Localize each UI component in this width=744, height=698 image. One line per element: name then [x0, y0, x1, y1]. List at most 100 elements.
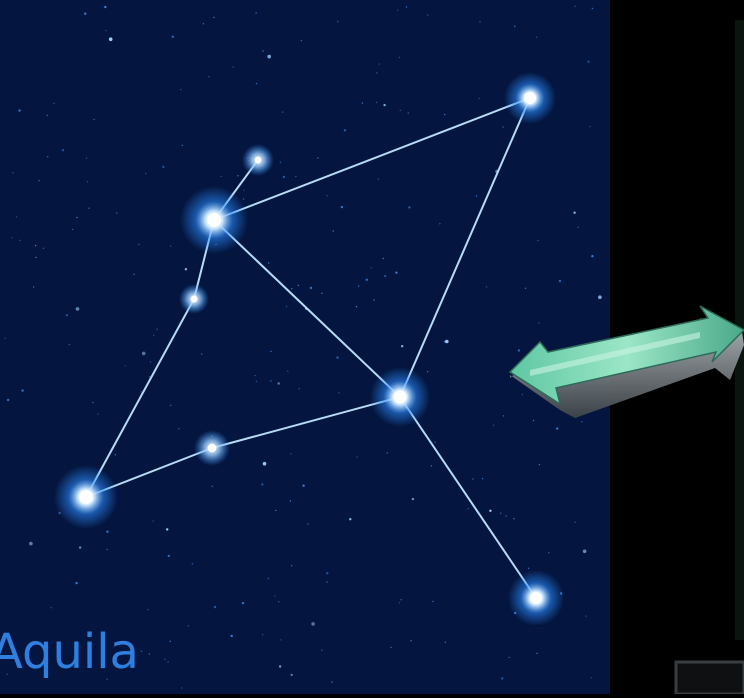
- background-star: [115, 454, 116, 455]
- background-star: [72, 229, 73, 230]
- background-star: [280, 639, 281, 640]
- background-star: [384, 275, 386, 277]
- background-star: [573, 212, 575, 214]
- background-star: [282, 111, 283, 112]
- background-star: [536, 37, 537, 38]
- background-star: [4, 338, 5, 339]
- background-star: [93, 119, 94, 120]
- background-star: [399, 57, 400, 58]
- background-star: [291, 288, 292, 289]
- background-star: [370, 267, 371, 268]
- background-star: [362, 102, 363, 103]
- background-star: [585, 615, 586, 616]
- background-star: [468, 508, 469, 509]
- background-star: [237, 175, 238, 176]
- background-star: [390, 647, 391, 648]
- background-star: [104, 6, 106, 8]
- background-star: [262, 634, 263, 635]
- background-star: [256, 83, 257, 84]
- background-star: [387, 452, 388, 453]
- background-star: [43, 248, 44, 249]
- background-star: [106, 30, 107, 31]
- background-star: [12, 172, 13, 173]
- background-star: [66, 314, 68, 316]
- background-star: [180, 89, 181, 90]
- background-star: [500, 513, 501, 514]
- background-star: [212, 486, 213, 487]
- background-star: [270, 380, 271, 381]
- background-star: [170, 641, 171, 642]
- background-star: [326, 195, 327, 196]
- background-star: [291, 565, 292, 566]
- background-star: [133, 274, 134, 275]
- background-star: [379, 63, 380, 64]
- background-star: [489, 510, 491, 512]
- background-star: [149, 653, 150, 654]
- background-star: [366, 279, 368, 281]
- background-star: [84, 13, 86, 15]
- background-star: [476, 195, 477, 196]
- background-star: [268, 578, 269, 579]
- background-star: [574, 6, 575, 7]
- background-star: [408, 112, 409, 113]
- background-star: [270, 351, 271, 352]
- background-star: [290, 453, 291, 454]
- background-star: [439, 223, 440, 224]
- background-star: [98, 414, 99, 415]
- background-star: [38, 180, 39, 181]
- star-small-top: [242, 144, 274, 176]
- background-star: [172, 36, 174, 38]
- background-star: [479, 21, 480, 22]
- background-star: [267, 55, 271, 59]
- background-star: [231, 635, 233, 637]
- background-star: [69, 344, 70, 345]
- background-star: [376, 102, 377, 103]
- background-star: [263, 462, 267, 466]
- background-star: [533, 420, 534, 421]
- background-star: [124, 365, 125, 366]
- background-star: [166, 528, 168, 530]
- background-star: [47, 156, 48, 157]
- background-star: [505, 515, 506, 516]
- background-star: [299, 388, 300, 389]
- background-star: [333, 230, 334, 231]
- background-star: [182, 145, 183, 146]
- background-star: [283, 176, 285, 178]
- background-star: [574, 522, 575, 523]
- background-star: [268, 262, 269, 263]
- background-star: [162, 166, 164, 168]
- background-star: [76, 217, 77, 218]
- background-star: [167, 661, 168, 662]
- background-star: [106, 549, 107, 550]
- background-star: [326, 581, 327, 582]
- background-star: [35, 245, 36, 246]
- background-star: [401, 599, 402, 600]
- background-star: [181, 687, 182, 688]
- background-star: [445, 642, 446, 643]
- background-star: [341, 206, 343, 208]
- background-star: [514, 26, 515, 27]
- constellation-name: Aquila: [0, 628, 139, 676]
- background-star: [513, 518, 514, 519]
- bottom-right-box: [676, 662, 744, 694]
- background-star: [92, 402, 93, 403]
- background-star: [19, 240, 20, 241]
- background-star: [559, 280, 561, 282]
- background-star: [376, 72, 377, 73]
- background-star: [11, 237, 12, 238]
- background-star: [87, 181, 88, 182]
- background-star: [344, 129, 346, 131]
- background-star: [538, 322, 539, 323]
- star-mid-left: [179, 284, 209, 314]
- background-star: [502, 126, 503, 127]
- background-star: [310, 287, 312, 289]
- background-star: [62, 149, 64, 151]
- background-star: [331, 681, 332, 682]
- background-star: [395, 272, 397, 274]
- background-star: [356, 456, 357, 457]
- background-star: [587, 61, 589, 63]
- background-star: [298, 285, 299, 286]
- star-bottom-right: [508, 570, 564, 626]
- background-star: [149, 376, 150, 377]
